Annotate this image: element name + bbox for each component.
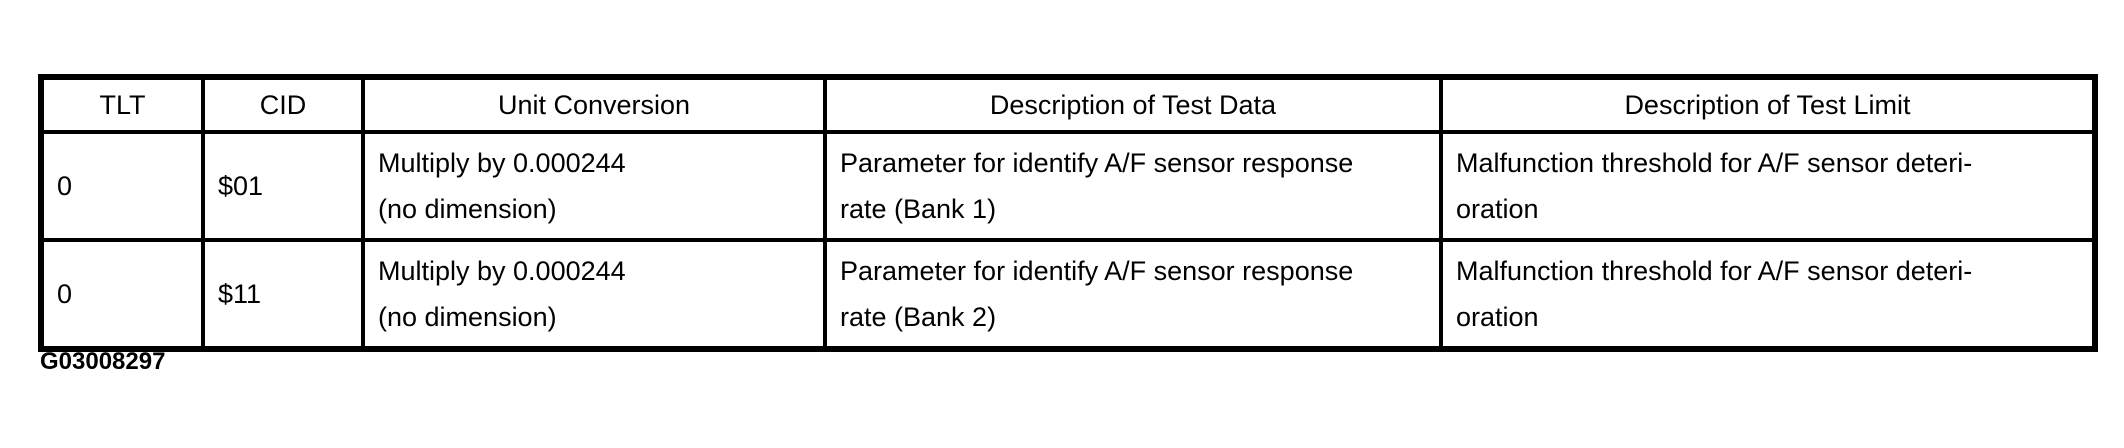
cell-cid: $01 <box>201 130 365 242</box>
cell-test-data: Parameter for identify A/F sensor respon… <box>823 130 1443 242</box>
table-row: 0 $01 Multiply by 0.000244 (no dimension… <box>39 130 2097 242</box>
cell-text-line: Parameter for identify A/F sensor respon… <box>840 148 1354 178</box>
header-cell-cid: CID <box>201 75 365 134</box>
cell-text-line: rate (Bank 1) <box>840 194 997 224</box>
cell-text-line: oration <box>1456 194 1539 224</box>
cell-text-line: (no dimension) <box>378 302 557 332</box>
figure-number-caption: G03008297 <box>40 348 166 375</box>
cell-text-line: rate (Bank 2) <box>840 302 997 332</box>
table-header-row: TLT CID Unit Conversion Description of T… <box>39 75 2097 134</box>
cell-text-line: Malfunction threshold for A/F sensor det… <box>1456 148 1973 178</box>
cell-text-line: Multiply by 0.000244 <box>378 256 626 286</box>
header-cell-test-data: Description of Test Data <box>823 75 1443 134</box>
header-cell-test-limit: Description of Test Limit <box>1439 75 2097 134</box>
cell-text-line: (no dimension) <box>378 194 557 224</box>
cell-tlt: 0 <box>39 130 205 242</box>
table-row: 0 $11 Multiply by 0.000244 (no dimension… <box>39 238 2097 351</box>
cell-text-line: Parameter for identify A/F sensor respon… <box>840 256 1354 286</box>
cell-text-line: Malfunction threshold for A/F sensor det… <box>1456 256 1973 286</box>
cell-cid: $11 <box>201 238 365 351</box>
cell-unit-conversion: Multiply by 0.000244 (no dimension) <box>361 238 827 351</box>
cell-tlt: 0 <box>39 238 205 351</box>
header-cell-unit-conversion: Unit Conversion <box>361 75 827 134</box>
cell-text-line: Multiply by 0.000244 <box>378 148 626 178</box>
cell-test-limit: Malfunction threshold for A/F sensor det… <box>1439 130 2097 242</box>
cell-test-data: Parameter for identify A/F sensor respon… <box>823 238 1443 351</box>
cell-text-line: oration <box>1456 302 1539 332</box>
cell-unit-conversion: Multiply by 0.000244 (no dimension) <box>361 130 827 242</box>
cell-test-limit: Malfunction threshold for A/F sensor det… <box>1439 238 2097 351</box>
test-data-table: TLT CID Unit Conversion Description of T… <box>38 74 2098 352</box>
header-cell-tlt: TLT <box>39 75 205 134</box>
